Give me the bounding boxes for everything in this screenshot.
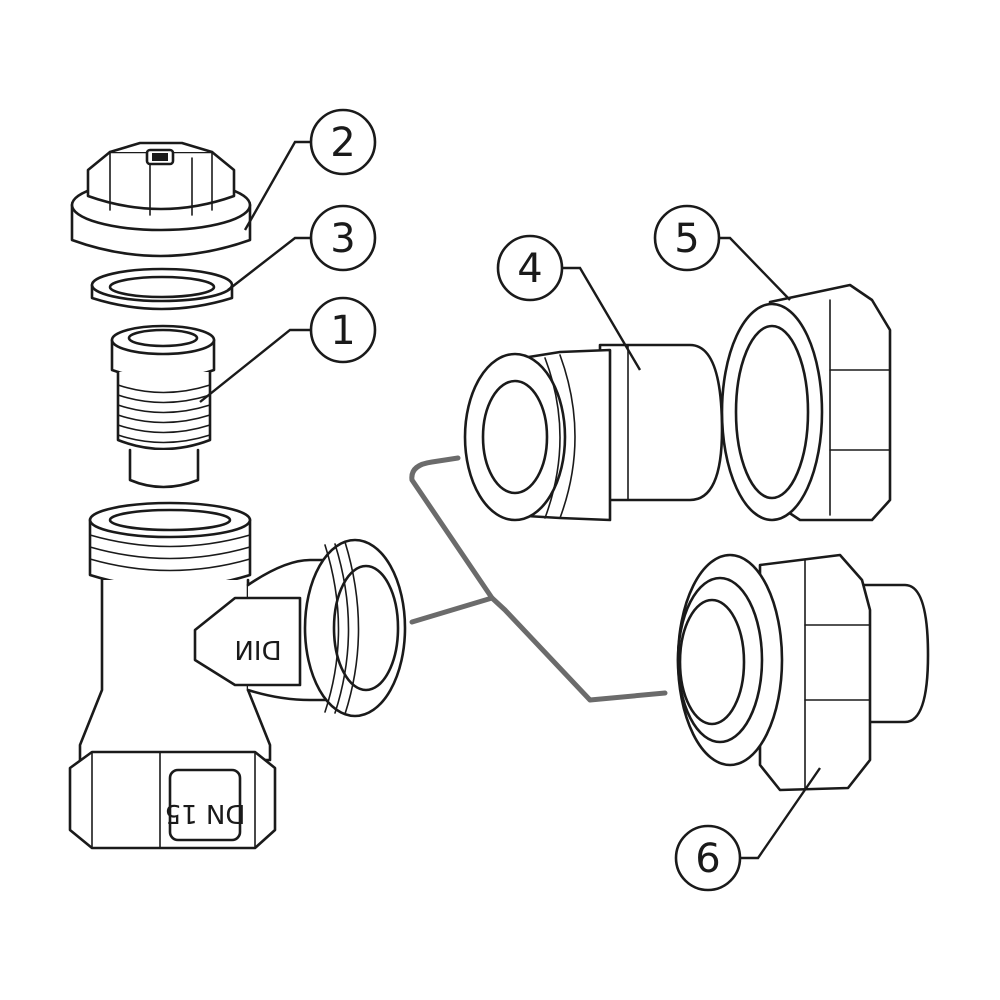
part-3-seal-ring [90,267,234,311]
dn15-stamp-text: DN 15 [165,798,246,828]
callout-4: 4 [496,234,564,302]
dn15-stamp: DN 15 [165,798,246,828]
callout-1: 1 [309,296,377,364]
callout-3: 3 [309,204,377,272]
leader-2 [243,140,312,231]
callout-6: 6 [674,824,742,892]
leader-4 [562,266,642,371]
leader-lines [199,140,821,860]
part-5-union-nut [720,283,892,522]
callout-3-label: 3 [330,216,355,262]
leader-3 [227,236,312,291]
callout-5: 5 [653,204,721,272]
callout-2-label: 2 [330,120,355,166]
leader-5 [712,236,791,301]
leader-6 [740,767,821,860]
callout-2: 2 [309,108,377,176]
tee-valve-body [68,501,407,850]
leader-1 [199,328,312,403]
callout-5-label: 5 [674,216,699,262]
part-1-threaded-insert [110,324,216,489]
part-6-assembled-union [676,553,930,792]
callout-1-label: 1 [330,308,355,354]
din-stamp-text: DIN [234,637,281,667]
callout-6-label: 6 [695,836,720,882]
part-4-tailpiece [463,343,724,522]
din-stamp: DIN [234,637,281,667]
alternative-connector-bracket [409,455,668,703]
part-2-hex-cap [70,141,252,258]
callout-4-label: 4 [517,246,542,292]
